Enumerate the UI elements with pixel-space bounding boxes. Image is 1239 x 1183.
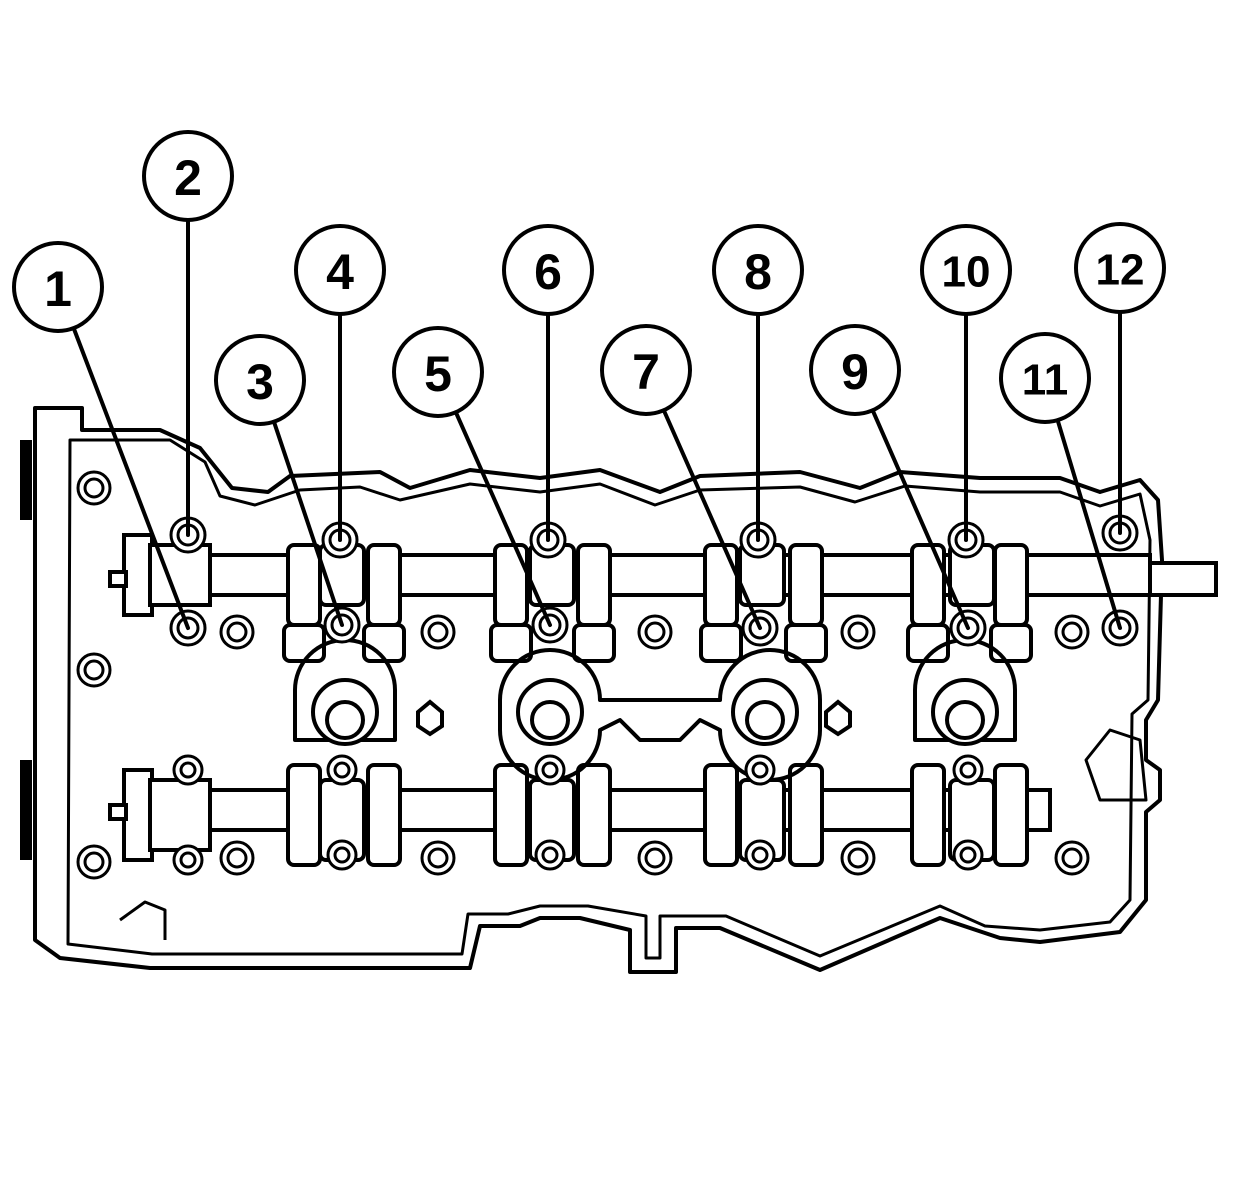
callout-number: 10 (942, 248, 991, 297)
hex-nut-left (416, 699, 444, 737)
exhaust-cam-lobe (576, 763, 612, 867)
valve-spring (572, 623, 616, 663)
bearing-cap-bolt (534, 839, 566, 871)
leader-lines (71, 218, 1122, 630)
callout-circle (294, 224, 386, 316)
cylinder-head-outline (20, 406, 1218, 974)
hex-nut-right (824, 699, 852, 737)
camshaft-lobes (282, 543, 1033, 867)
bearing-cap-bolt (534, 754, 566, 786)
callout-7: 7 (600, 324, 692, 416)
spark-plug-bracket-right (913, 638, 1017, 746)
callout-9: 9 (809, 324, 901, 416)
exhaust-cam-lobe (703, 763, 739, 867)
callout-number: 8 (744, 244, 772, 300)
fixture-bolt (420, 614, 456, 650)
callout-number: 9 (841, 344, 869, 400)
callout-number: 6 (534, 244, 562, 300)
leader-line-7 (661, 408, 762, 630)
callout-11: 11 (999, 332, 1091, 424)
exhaust-cam-lobe (286, 763, 322, 867)
leader-line-3 (271, 419, 344, 627)
bearing-cap-bolt (744, 839, 776, 871)
intake-cam-lobe (993, 543, 1029, 627)
intake-cam-lobe (493, 543, 529, 627)
bearing-cap-bolt (172, 754, 204, 786)
spark-plug-bracket-left (293, 638, 397, 746)
intake-cam-lobe (703, 543, 739, 627)
callout-5: 5 (392, 326, 484, 418)
intake-cam-lobe (576, 543, 612, 627)
callout-number: 4 (326, 244, 354, 300)
callout-6: 6 (502, 224, 594, 316)
callout-circle (600, 324, 692, 416)
fixture-bolt (1054, 840, 1090, 876)
fixture-bolt (840, 840, 876, 876)
valve-spring (784, 623, 828, 663)
callout-number: 7 (632, 344, 660, 400)
exhaust-cam-lobe (366, 763, 402, 867)
exhaust-cam-lobe (493, 763, 529, 867)
bearing-cap-bolt (952, 754, 984, 786)
head-bolts (76, 470, 1139, 880)
callout-10: 10 (920, 224, 1012, 316)
fixture-bolt (420, 840, 456, 876)
leader-line-5 (453, 410, 552, 627)
exhaust-cam-lobe (788, 763, 824, 867)
callout-number: 12 (1096, 246, 1145, 295)
callout-2: 2 (142, 130, 234, 222)
bearing-cap-bolt (172, 844, 204, 876)
exhaust-cam-lobe (993, 763, 1029, 867)
fixture-bolt (219, 614, 255, 650)
callout-circle (502, 224, 594, 316)
leader-line-11 (1055, 418, 1122, 630)
callout-circle (809, 324, 901, 416)
bearing-cap-bolt (326, 839, 358, 871)
callout-circle (1074, 222, 1166, 314)
leader-line-1 (71, 326, 190, 630)
fixture-bolt (637, 840, 673, 876)
fixture-bolt (840, 614, 876, 650)
callout-circle (999, 332, 1091, 424)
callout-3: 3 (214, 334, 306, 426)
callout-circle (712, 224, 804, 316)
fixture-bolt (1054, 614, 1090, 650)
fixture-bolt (76, 652, 112, 688)
callout-circle (392, 326, 484, 418)
callout-8: 8 (712, 224, 804, 316)
bearing-cap-bolt (744, 754, 776, 786)
valve-spring (699, 623, 743, 663)
callout-circle (12, 241, 104, 333)
fixture-bolt (76, 470, 112, 506)
fixture-bolt (637, 614, 673, 650)
callout-number: 5 (424, 346, 452, 402)
callout-circle (142, 130, 234, 222)
spark-plug-bracket-center (498, 648, 822, 782)
callout-number: 2 (174, 150, 202, 206)
bearing-cap-bolt (952, 839, 984, 871)
callout-1: 1 (12, 241, 104, 333)
fixture-bolt (219, 840, 255, 876)
leader-line-9 (870, 408, 970, 630)
callout-number: 3 (246, 354, 274, 410)
intake-cam-lobe (286, 543, 322, 627)
callout-circle (920, 224, 1012, 316)
intake-cam-lobe (910, 543, 946, 627)
callout-12: 12 (1074, 222, 1166, 314)
valve-spring (282, 623, 326, 663)
callout-4: 4 (294, 224, 386, 316)
fixture-bolt (76, 844, 112, 880)
intake-cam-lobe (366, 543, 402, 627)
callout-circle (214, 334, 306, 426)
callout-number: 1 (44, 261, 72, 317)
bearing-cap-bolt (326, 754, 358, 786)
valve-spring (489, 623, 533, 663)
valve-spring (989, 623, 1033, 663)
intake-cam-lobe (788, 543, 824, 627)
callout-number: 11 (1022, 356, 1069, 405)
exhaust-cam-lobe (910, 763, 946, 867)
